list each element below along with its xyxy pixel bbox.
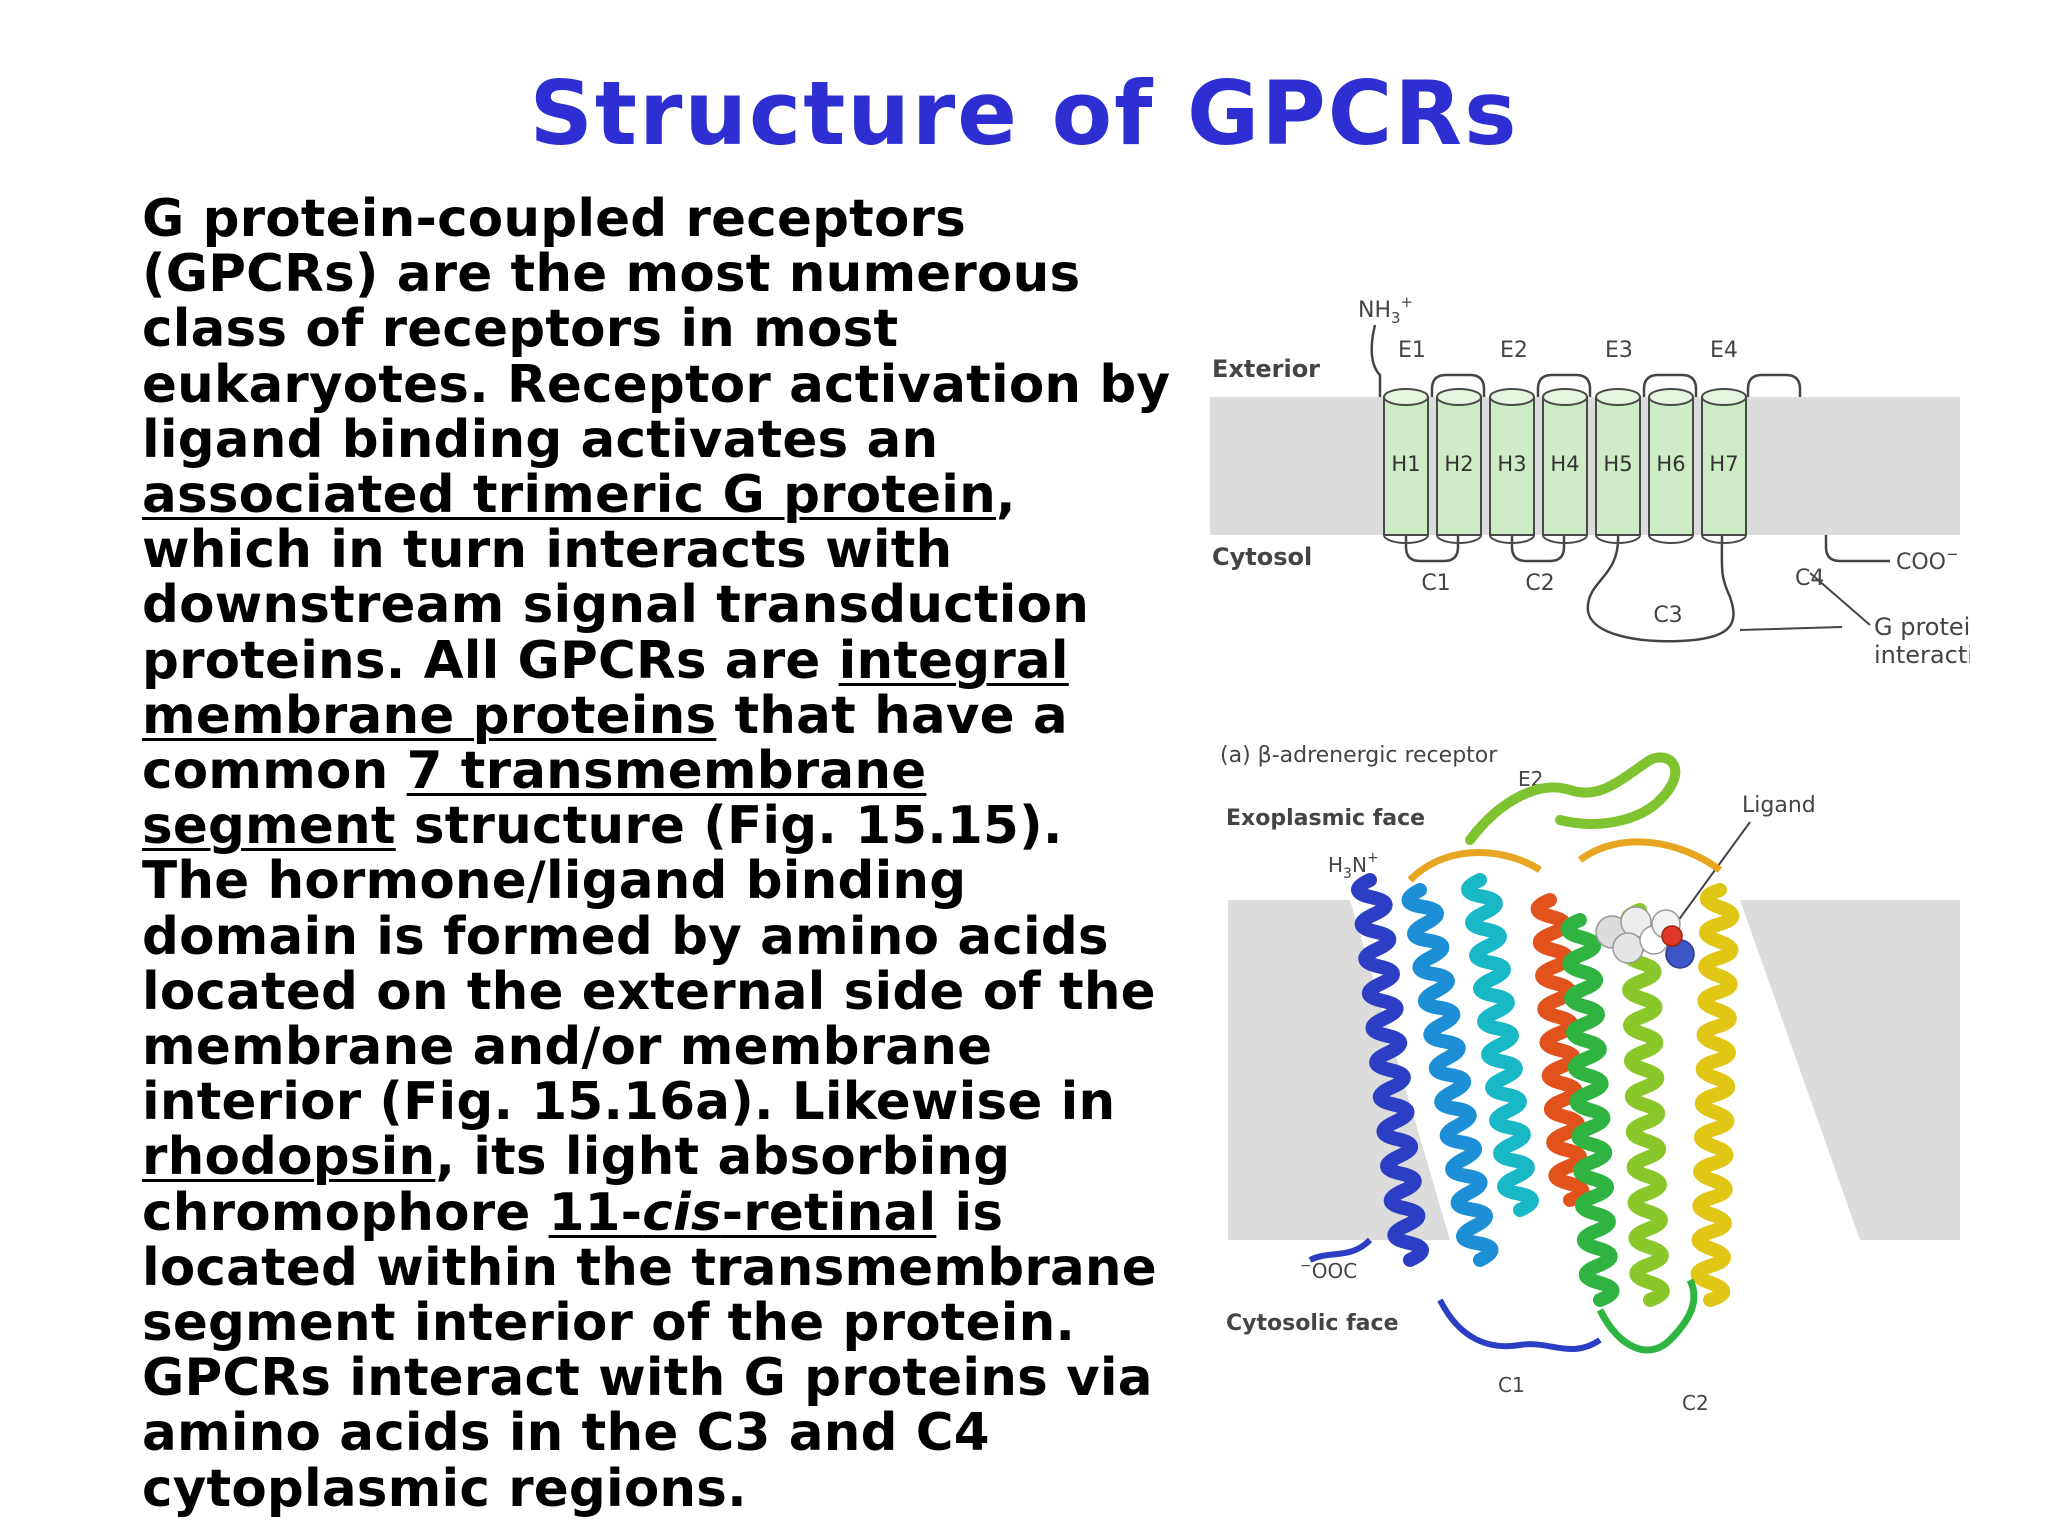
loop-label-e2: E2 xyxy=(1500,338,1528,363)
text-run: , its light absorbing chromophore xyxy=(142,1127,1011,1243)
loop-label-e3: E3 xyxy=(1605,338,1633,363)
helix-ribbon-5 xyxy=(1560,913,1620,1307)
text-run: , which in turn interacts with downstrea… xyxy=(142,465,1090,691)
c2-loop-ribbon xyxy=(1596,1278,1698,1354)
cytosolic-loop-c1 xyxy=(1404,535,1460,563)
c-terminal-ribbon xyxy=(1308,1237,1602,1352)
term-italic: cis xyxy=(642,1182,722,1243)
helix-h5: H5 xyxy=(1595,388,1641,544)
helix-h1: H1 xyxy=(1383,388,1429,544)
underlined-term: 11-cis-retinal xyxy=(549,1183,937,1243)
exterior-label: Exterior xyxy=(1212,355,1320,383)
gpcr-topology-diagram: Exterior Cytosol NH3+ E1 E2 E3 E4 C1 C2 … xyxy=(1210,293,1970,669)
top-loop-ribbon xyxy=(1407,838,1723,883)
helix-label: H6 xyxy=(1656,452,1685,476)
helix-ribbon-3 xyxy=(1461,873,1539,1217)
beta-adrenergic-structure-figure: (a) β-adrenergic receptor Exoplasmic fac… xyxy=(1220,743,1960,1415)
helix-ribbon-6 xyxy=(1620,903,1670,1307)
body-paragraph: G protein-coupled receptors (GPCRs) are … xyxy=(142,189,1182,1519)
text-run: that have a common xyxy=(142,685,1068,802)
loop-label-c2: C2 xyxy=(1525,571,1554,596)
g-protein-pointer-c3 xyxy=(1739,626,1843,631)
extracellular-loop-e4 xyxy=(1746,373,1802,397)
helix-label: H4 xyxy=(1550,452,1579,476)
g-protein-label-line2: interaction xyxy=(1874,641,1970,669)
loop-label-c4: C4 xyxy=(1795,566,1824,591)
exoplasmic-face-label: Exoplasmic face xyxy=(1226,806,1425,831)
extracellular-loop-e1 xyxy=(1430,373,1486,397)
loop-label-e4: E4 xyxy=(1710,338,1738,363)
helix-h6: H6 xyxy=(1648,388,1694,544)
ligand-pointer xyxy=(1674,821,1751,926)
loop-label-c3: C3 xyxy=(1653,603,1682,628)
loop-label-c1: C1 xyxy=(1421,571,1450,596)
g-protein-pointer-c4 xyxy=(1809,572,1871,626)
cytosolic-loop-c3 xyxy=(1586,534,1735,643)
c1-label: C1 xyxy=(1498,1373,1525,1397)
helix-h7: H7 xyxy=(1701,388,1747,544)
ligand-label: Ligand xyxy=(1742,793,1816,818)
helix-ribbon-2 xyxy=(1401,883,1499,1267)
text-run: structure (Fig. 15.15). The hormone/liga… xyxy=(142,796,1156,1133)
extracellular-loop-e3 xyxy=(1642,373,1698,397)
helix-label: H2 xyxy=(1444,452,1473,476)
c-terminus-label: −OOC xyxy=(1300,1258,1357,1283)
extracellular-loop-e2 xyxy=(1536,373,1592,397)
n-terminus-chain xyxy=(1370,324,1382,397)
term-part: -retinal xyxy=(721,1182,937,1243)
helix-label: H3 xyxy=(1497,452,1526,476)
e2-loop-ribbon xyxy=(1465,752,1681,845)
helix-h3: H3 xyxy=(1489,388,1535,544)
helix-ribbon-1 xyxy=(1351,873,1429,1267)
underlined-term: 7 transmembrane segment xyxy=(142,741,927,857)
n-terminus-label: H3N+ xyxy=(1328,850,1379,882)
g-protein-label-line1: G protein xyxy=(1874,613,1970,641)
c-terminus-label: COO− xyxy=(1896,545,1959,575)
text-run: G protein-coupled receptors (GPCRs) are … xyxy=(142,189,1171,470)
cytosol-label: Cytosol xyxy=(1212,543,1312,571)
term-part: 11- xyxy=(548,1182,643,1243)
c-terminus-tail xyxy=(1824,535,1890,563)
helix-h4: H4 xyxy=(1542,388,1588,544)
helix-ribbons xyxy=(1351,873,1740,1307)
text-run: is located within the transmembrane segm… xyxy=(142,1182,1157,1519)
loop-label-e1: E1 xyxy=(1398,338,1426,363)
helix-h2: H2 xyxy=(1436,388,1482,544)
n-terminus-label: NH3+ xyxy=(1358,293,1413,327)
helix-ribbon-7 xyxy=(1690,883,1740,1307)
underlined-term: integral membrane proteins xyxy=(142,630,1069,746)
transmembrane-helices: H1 H2 H3 H4 H5 H6 H7 xyxy=(1383,388,1747,544)
cytosolic-face-label: Cytosolic face xyxy=(1226,1311,1399,1336)
figure-caption: (a) β-adrenergic receptor xyxy=(1220,743,1498,768)
underlined-term: associated trimeric G protein xyxy=(142,465,996,526)
helix-ribbon-4 xyxy=(1530,893,1590,1207)
c2-label: C2 xyxy=(1682,1391,1709,1415)
cytosolic-loop-c2 xyxy=(1510,535,1566,563)
helix-label: H7 xyxy=(1709,452,1738,476)
helix-label: H1 xyxy=(1391,452,1420,476)
slide-title: Structure of GPCRs xyxy=(529,62,1519,165)
ligand-molecule xyxy=(1595,906,1695,969)
underlined-term: rhodopsin xyxy=(142,1127,436,1188)
helix-label: H5 xyxy=(1603,452,1632,476)
